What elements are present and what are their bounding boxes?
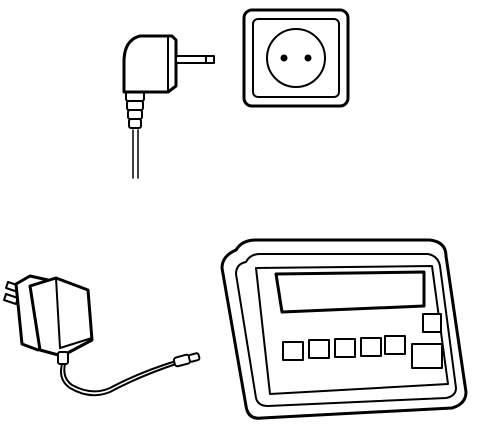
display-window [274,270,426,314]
indicator-key [282,341,304,361]
indicator-key [360,337,382,357]
adapter-main-body [28,276,94,358]
indicator-key [384,335,406,355]
indicator-key-large [411,343,443,369]
indicator-key-small [422,313,442,333]
dc-connector-tip [187,352,201,363]
socket-hole-left [280,54,288,62]
adapter-body [122,34,178,94]
socket-hole-right [304,54,312,62]
socket-recess [266,28,326,88]
plug-adapter-side-view [122,34,215,179]
indicator-key [334,338,356,358]
power-adapter-with-cable [3,274,201,397]
adapter-cable [60,363,177,397]
weighing-indicator [220,238,468,420]
strain-relief [125,91,145,129]
indicator-keypad [282,313,443,369]
indicator-key [308,339,330,359]
wall-socket [242,8,350,108]
